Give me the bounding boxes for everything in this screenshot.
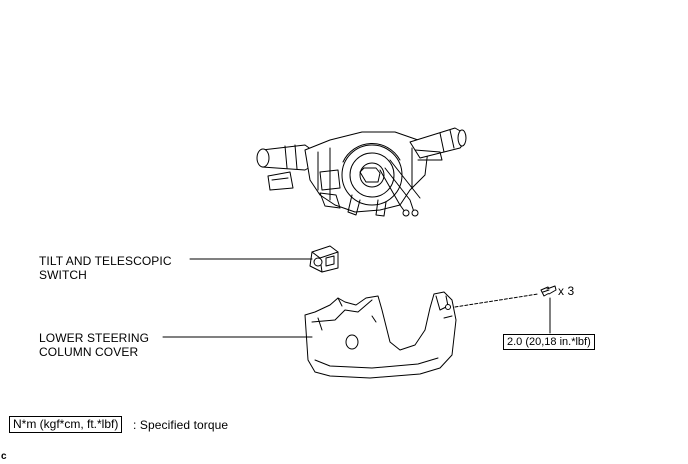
lower-cover-label-line1: LOWER STEERING <box>39 331 150 345</box>
torque-value-box: 2.0 (20,18 in.*lbf) <box>503 334 595 350</box>
combination-switch-assembly <box>256 127 467 217</box>
corner-mark: c <box>1 451 7 462</box>
tilt-switch-label-line2: SWITCH <box>39 268 87 282</box>
screw-quantity-label: x 3 <box>558 284 575 298</box>
lower-cover-label-line2: COLUMN COVER <box>39 345 139 359</box>
tilt-telescopic-switch-part <box>309 245 339 273</box>
torque-unit-legend-box: N*m (kgf*cm, ft.*lbf) <box>9 416 123 433</box>
screw-part <box>540 285 557 297</box>
lower-steering-column-cover-part <box>304 291 457 379</box>
tilt-switch-label-line1: TILT AND TELESCOPIC <box>39 254 172 268</box>
screw-alignment-dashed-line <box>454 293 539 308</box>
torque-legend-description: : Specified torque <box>133 418 229 432</box>
